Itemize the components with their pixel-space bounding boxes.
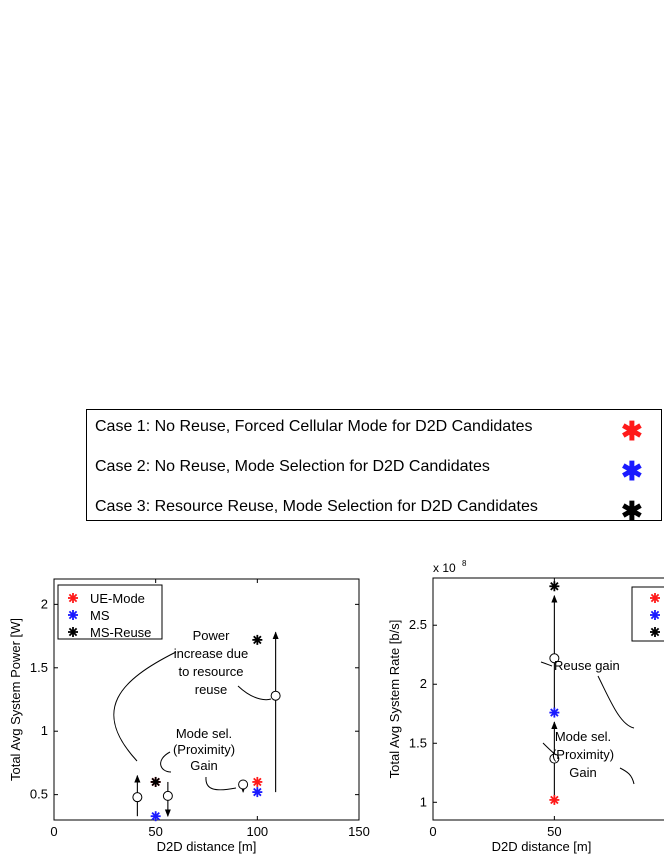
y-tick-label: 0.5 (30, 787, 48, 802)
y-exponent-value: 8 (462, 559, 467, 568)
x-tick-label: 100 (246, 824, 268, 839)
data-point-series-2 (549, 707, 560, 718)
y-tick-label: 1 (41, 723, 48, 738)
x-axis-label: D2D distance [m] (492, 839, 592, 854)
case-2-star-icon: ✱ (621, 456, 643, 486)
legend-label: MS-Reuse (90, 625, 151, 640)
circle-marker (549, 653, 560, 664)
data-point-series-2 (252, 787, 263, 798)
case-1-label: Case 1: No Reuse, Forced Cellular Mode f… (95, 418, 533, 435)
annotation-modesel-text: Mode sel. (176, 726, 232, 741)
annotation-modesel-text: (Proximity) (173, 742, 235, 757)
x-tick-label: 50 (148, 824, 162, 839)
data-point-series-3 (150, 776, 161, 787)
annotation-power-text: Power (193, 628, 231, 643)
annotation-reuse-leader (597, 675, 635, 729)
data-point-series-1 (252, 776, 263, 787)
annotation-power-text: reuse (195, 682, 228, 697)
case-3-star-icon: ✱ (621, 496, 643, 526)
legend-label: MS (90, 608, 110, 623)
annotation-reuse-leader (237, 685, 272, 701)
annotation-modesel-text: Mode sel. (555, 729, 611, 744)
x-axis-label: D2D distance [m] (157, 839, 257, 854)
annotation-modesel-text: Gain (569, 765, 596, 780)
x-tick-label: 50 (547, 824, 561, 839)
y-axis-label: Total Avg System Power [W] (8, 618, 23, 781)
y-tick-label: 2 (420, 676, 427, 691)
y-tick-label: 1 (420, 794, 427, 809)
x-tick-label: 150 (348, 824, 370, 839)
y-axis-label: Total Avg System Rate [b/s] (387, 620, 402, 779)
case-3-label: Case 3: Resource Reuse, Mode Selection f… (95, 498, 538, 515)
data-point-series-3 (252, 634, 263, 645)
case-legend: Case 1: No Reuse, Forced Cellular Mode f… (86, 409, 662, 526)
circle-marker (132, 792, 143, 803)
legend-label: UE-Mode (90, 591, 145, 606)
legend-star-icon (68, 610, 78, 620)
plot-frame (432, 577, 664, 821)
y-tick-label: 2 (41, 596, 48, 611)
case-1-star-icon: ✱ (621, 416, 643, 446)
legend-star-icon (650, 610, 660, 620)
data-point-series-2 (150, 811, 161, 822)
data-point-series-3 (549, 581, 560, 592)
circle-marker (162, 790, 173, 801)
legend-star-icon (650, 627, 660, 637)
y-tick-label: 1.5 (30, 660, 48, 675)
y-tick-label: 1.5 (409, 735, 427, 750)
annotation-power-text: increase due (174, 646, 248, 661)
annotation-power-leader (113, 651, 177, 762)
annotation-modesel-leader (160, 751, 172, 773)
annotation-modesel-leader-2 (619, 767, 635, 785)
legend-star-icon (650, 593, 660, 603)
annotation-reuse-text: Reuse gain (554, 658, 620, 673)
legend-star-icon (68, 593, 78, 603)
annotation-reuse-leader-2 (540, 661, 553, 667)
annotation-modesel-text: Gain (190, 758, 217, 773)
annotation-power-text: to resource (178, 664, 243, 679)
x-tick-label: 0 (50, 824, 57, 839)
y-exponent-label: x 10 (433, 561, 456, 575)
y-tick-label: 2.5 (409, 617, 427, 632)
annotation-modesel-leader (542, 742, 557, 756)
circle-marker (238, 779, 249, 790)
legend-star-icon (68, 627, 78, 637)
data-point-series-1 (549, 794, 560, 805)
circle-marker (270, 690, 281, 701)
annotation-modesel-leader-2 (205, 776, 237, 791)
annotation-modesel-text: (Proximity) (552, 747, 614, 762)
case-2-label: Case 2: No Reuse, Mode Selection for D2D… (95, 458, 490, 475)
x-tick-label: 0 (429, 824, 436, 839)
series-legend (631, 586, 664, 642)
